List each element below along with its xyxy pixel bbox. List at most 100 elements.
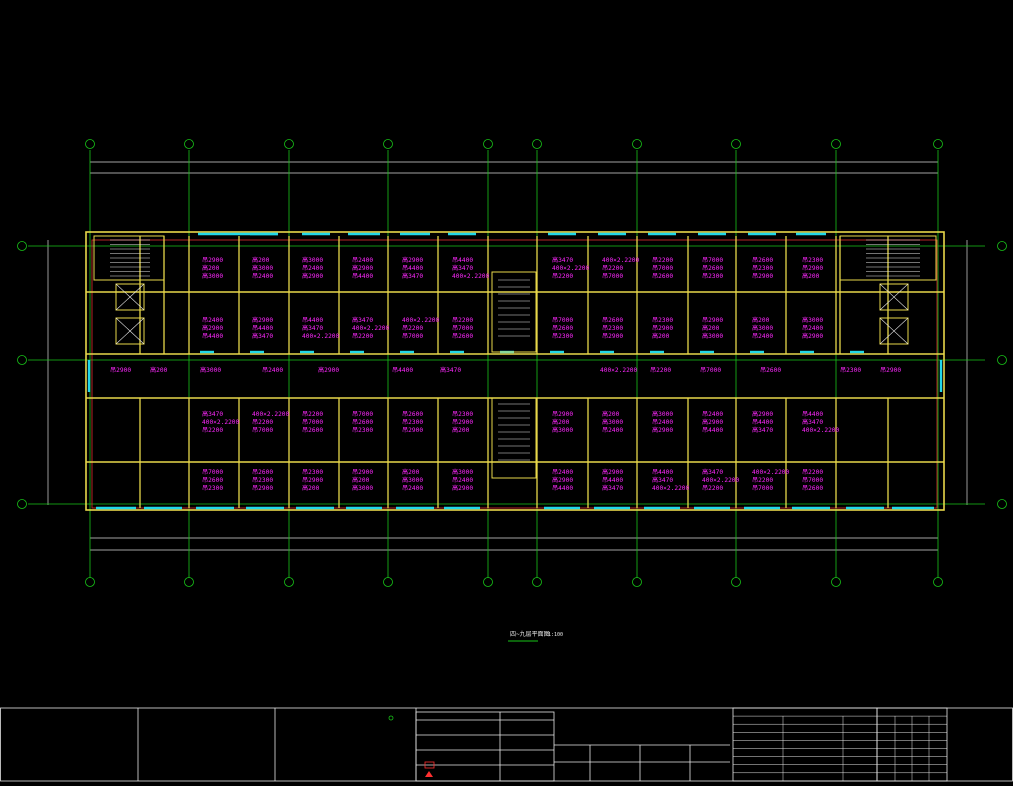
axis-bubble	[383, 577, 393, 587]
axis-bubble	[632, 139, 642, 149]
building-outline	[91, 239, 938, 509]
room-label: 吊2200	[802, 469, 823, 476]
room-label: 吊4400	[752, 419, 773, 426]
corridor-label: 高200	[150, 366, 168, 374]
dimension-lines	[47, 161, 968, 551]
axis-bubble	[17, 499, 27, 509]
partition-walls	[139, 236, 889, 508]
axis-bubble	[532, 139, 542, 149]
room-label: 400×2.2200	[452, 273, 490, 280]
room-label: 高200	[252, 256, 270, 264]
room-label: 吊4400	[402, 265, 423, 272]
corridor-label: 吊2400	[262, 367, 283, 374]
room-label: 吊2600	[552, 325, 573, 332]
room-label: 吊4400	[652, 469, 673, 476]
room-label: 吊2200	[602, 265, 623, 272]
room-label: 吊2900	[802, 265, 823, 272]
room-label: 吊4400	[602, 477, 623, 484]
title-block	[0, 707, 1013, 782]
corridor-label: 400×2.2200	[600, 367, 638, 374]
room-label: 高3470	[352, 316, 373, 324]
room-label: 吊2900	[752, 273, 773, 280]
room-label: 高2900	[552, 476, 573, 484]
room-label: 高3470	[652, 476, 673, 484]
room-label: 吊2900	[552, 411, 573, 418]
stair-treads	[110, 239, 920, 461]
room-label: 高3470	[202, 410, 223, 418]
room-annotations: 吊2900高200高3000吊2400高2900吊4400高3470400×2.…	[110, 256, 901, 492]
room-label: 吊4400	[202, 333, 223, 340]
room-label: 吊2900	[252, 485, 273, 492]
corridor-label: 高2900	[318, 366, 339, 374]
title-block-marks	[388, 715, 435, 777]
room-label: 吊2400	[652, 419, 673, 426]
room-label: 吊2200	[702, 485, 723, 492]
axis-bubble	[933, 139, 943, 149]
room-label: 吊2400	[202, 317, 223, 324]
room-label: 吊2900	[652, 325, 673, 332]
room-label: 吊7000	[652, 265, 673, 272]
corridor-label: 吊2900	[880, 367, 901, 374]
corridor-label: 吊2900	[110, 367, 131, 374]
plan-caption-group: 四~九层平面图 1:100	[508, 630, 563, 642]
room-label: 高3000	[302, 256, 323, 264]
room-label: 吊2600	[402, 411, 423, 418]
room-label: 吊4400	[352, 273, 373, 280]
room-label: 吊2200	[452, 317, 473, 324]
corridor-label: 吊2600	[760, 367, 781, 374]
room-label: 高3000	[752, 324, 773, 332]
room-label: 高3470	[302, 324, 323, 332]
stair-cores	[93, 235, 937, 479]
room-label: 高2900	[752, 410, 773, 418]
room-label: 吊2600	[452, 333, 473, 340]
room-label: 吊2200	[202, 427, 223, 434]
room-label: 吊2900	[602, 333, 623, 340]
room-label: 高200	[302, 484, 320, 492]
plan-caption: 四~九层平面图	[510, 630, 550, 638]
axis-bubble	[85, 139, 95, 149]
room-label: 吊4400	[702, 427, 723, 434]
room-label: 高3000	[702, 332, 723, 340]
room-label: 高200	[402, 468, 420, 476]
room-label: 400×2.2200	[602, 257, 640, 264]
room-label: 高2900	[352, 264, 373, 272]
room-label: 吊2400	[702, 411, 723, 418]
axis-bubble	[184, 577, 194, 587]
room-label: 400×2.2200	[252, 411, 290, 418]
room-label: 吊2200	[652, 257, 673, 264]
room-label: 吊2600	[302, 427, 323, 434]
room-label: 吊7000	[602, 273, 623, 280]
room-label: 高200	[752, 316, 770, 324]
room-label: 吊2300	[652, 317, 673, 324]
room-label: 高3470	[752, 426, 773, 434]
room-label: 高2900	[802, 332, 823, 340]
corridor-label: 吊2200	[650, 367, 671, 374]
room-label: 吊2900	[702, 317, 723, 324]
room-label: 吊2400	[752, 333, 773, 340]
room-label: 吊7000	[452, 325, 473, 332]
room-label: 吊2400	[602, 427, 623, 434]
room-label: 吊7000	[802, 477, 823, 484]
room-label: 吊2900	[402, 427, 423, 434]
room-label: 高200	[652, 332, 670, 340]
room-label: 吊2400	[402, 485, 423, 492]
room-label: 吊2300	[302, 469, 323, 476]
room-label: 吊2600	[252, 469, 273, 476]
room-label: 400×2.2200	[752, 469, 790, 476]
walls	[85, 231, 945, 511]
room-label: 高2900	[602, 468, 623, 476]
room-label: 吊2300	[402, 419, 423, 426]
axis-bubble	[483, 139, 493, 149]
room-label: 吊7000	[702, 257, 723, 264]
axis-bubble	[85, 577, 95, 587]
room-label: 吊7000	[352, 411, 373, 418]
room-label: 400×2.2200	[702, 477, 740, 484]
room-label: 吊2400	[252, 273, 273, 280]
room-label: 高200	[702, 324, 720, 332]
room-label: 高3470	[552, 256, 573, 264]
room-label: 高200	[352, 476, 370, 484]
corridor-label: 吊2300	[840, 367, 861, 374]
room-label: 吊2300	[252, 477, 273, 484]
room-label: 高3470	[252, 332, 273, 340]
